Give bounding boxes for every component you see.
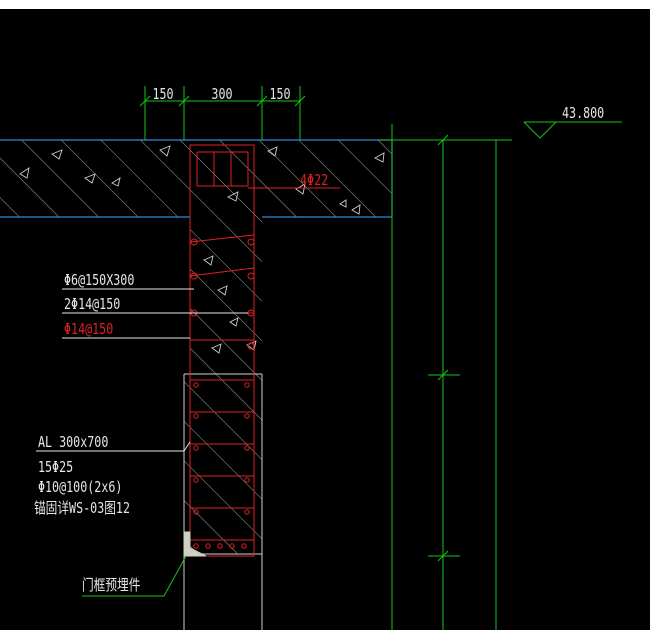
dimension-center-label: 300 — [211, 87, 232, 104]
elevation-label: 43.800 — [562, 106, 604, 123]
beam-main-bars-label: 15Φ25 — [38, 460, 73, 477]
embedded-part-marker — [183, 531, 207, 557]
stirrup-label: Φ6@150X300 — [64, 273, 134, 290]
side-bars-label: 2Φ14@150 — [64, 297, 120, 314]
beam-hatch — [184, 374, 262, 554]
rebar-cage — [189, 144, 255, 557]
dimension-right-label: 150 — [269, 87, 290, 104]
beam-leader — [36, 441, 191, 452]
vertical-dimension-chain — [380, 124, 512, 630]
dimension-left-label: 150 — [152, 87, 173, 104]
beam-name-label: AL 300x700 — [38, 435, 108, 452]
top-bars-label: 4Φ22 — [300, 173, 328, 190]
top-dimension-chain — [139, 86, 306, 140]
viewer-top-bar — [0, 0, 650, 9]
red-bar-label: Φ14@150 — [64, 322, 113, 339]
cad-drawing: 150 300 150 900 700 43.800 4Φ22 — [0, 9, 650, 630]
drawing-background — [0, 9, 650, 630]
beam-anchor-label: 锚固详WS-03图12 — [34, 500, 130, 518]
embed-leader — [82, 555, 187, 597]
embed-part-label: 门框预埋件 — [82, 577, 140, 595]
beam-stirrup-label: Φ10@100(2x6) — [38, 480, 122, 497]
elevation-marker — [523, 121, 622, 139]
